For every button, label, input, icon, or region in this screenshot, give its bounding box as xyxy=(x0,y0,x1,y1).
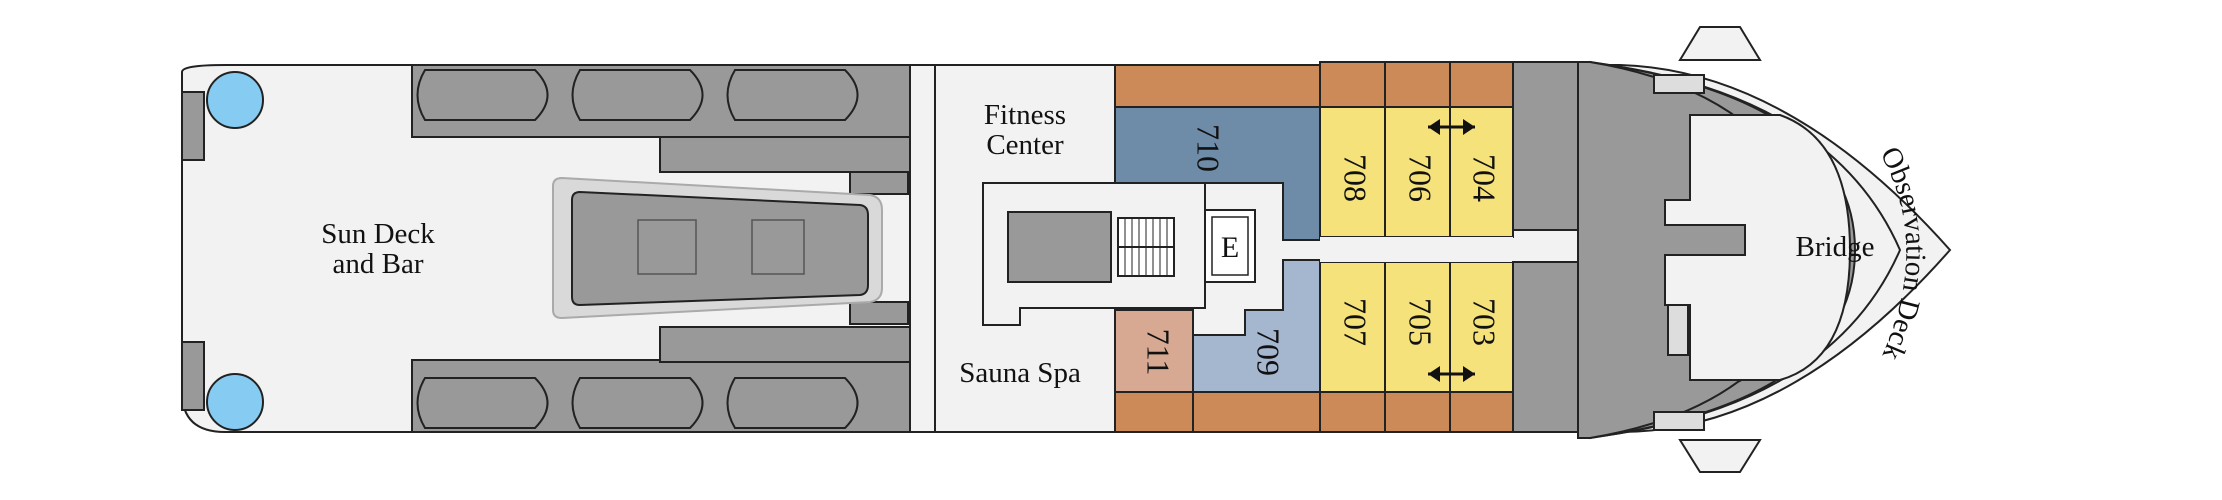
bar-station-1 xyxy=(637,219,697,275)
equipment-box-bottom xyxy=(1653,411,1705,431)
bridge-label: Bridge xyxy=(1796,231,1875,263)
elevator-icon: E xyxy=(1204,209,1256,283)
cabin-711-number: 711 xyxy=(1141,329,1177,376)
balcony-bottom-707 xyxy=(1319,391,1386,433)
balcony-bottom-711 xyxy=(1114,391,1194,433)
balcony-top-708 xyxy=(1319,61,1386,108)
balcony-bottom-705 xyxy=(1384,391,1451,433)
pool-bottom-left xyxy=(206,373,264,431)
cabin-703[interactable] xyxy=(1449,261,1514,393)
balcony-bottom-703 xyxy=(1449,391,1514,433)
service-block-top xyxy=(1512,61,1579,231)
cabin-703-number: 703 xyxy=(1467,298,1503,346)
cabin-707-number: 707 xyxy=(1338,298,1374,346)
stairs-icon xyxy=(1117,217,1175,277)
bar-counter xyxy=(571,190,869,307)
bow-fin-bottom xyxy=(1678,439,1762,473)
bar-station-2 xyxy=(751,219,805,275)
cabin-708-number: 708 xyxy=(1338,154,1374,202)
stair-bottom-mid xyxy=(849,301,909,325)
cabin-706-number: 706 xyxy=(1403,154,1439,202)
cabin-709-number: 709 xyxy=(1251,328,1287,376)
connecting-arrow-icon-bottom xyxy=(1428,366,1475,382)
fitness-label-line2: Center xyxy=(986,129,1064,161)
balcony-top-706 xyxy=(1384,61,1451,108)
stern-ladder-bottom xyxy=(181,341,205,411)
fitness-label-line1: Fitness xyxy=(984,99,1066,131)
sun-deck-label-line1: Sun Deck xyxy=(321,218,435,250)
balcony-bottom-709 xyxy=(1192,391,1321,433)
sauna-spa-label: Sauna Spa xyxy=(959,357,1081,389)
stair-top-mid xyxy=(849,171,909,195)
equipment-box-mid xyxy=(1667,304,1689,356)
cabin-704-number: 704 xyxy=(1467,154,1503,202)
pool-top-left xyxy=(206,71,264,129)
cabin-705-number: 705 xyxy=(1403,298,1439,346)
cabin-707[interactable] xyxy=(1319,261,1386,393)
equipment-box-top xyxy=(1653,74,1705,94)
lifeboat-rack-bottom-upper xyxy=(659,326,911,363)
service-block-bottom xyxy=(1512,261,1579,433)
connecting-arrow-icon-top xyxy=(1428,119,1475,135)
sun-deck-label-line2: and Bar xyxy=(333,248,424,280)
cabin-704[interactable] xyxy=(1449,106,1514,238)
stairwell xyxy=(1007,211,1112,283)
lifeboats xyxy=(416,69,859,429)
stern-ladder-top xyxy=(181,91,205,161)
balcony-top-710 xyxy=(1114,64,1321,108)
lifeboat-rack-top-lower xyxy=(659,136,911,173)
elevator-label: E xyxy=(1221,231,1239,264)
balcony-top-704 xyxy=(1449,61,1514,108)
bow-fin-top xyxy=(1678,26,1762,61)
cabin-710-number: 710 xyxy=(1191,124,1227,172)
corridor xyxy=(1320,237,1513,262)
